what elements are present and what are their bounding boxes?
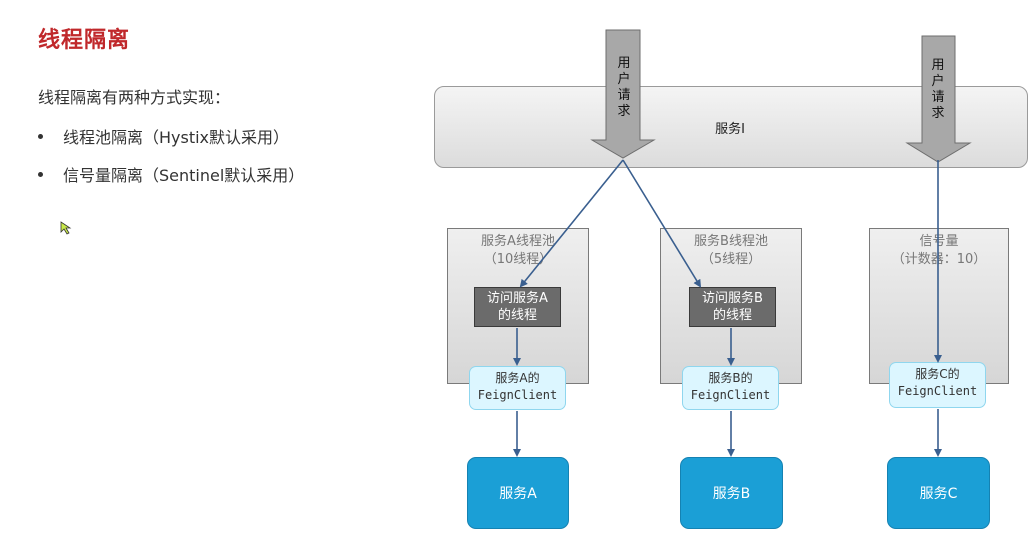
service-c-label: 服务C	[919, 486, 958, 502]
feign-b-line2: FeignClient	[690, 388, 771, 402]
bullet-item: 信号量隔离（Sentinel默认采用）	[38, 162, 304, 186]
semaphore-title-line2: （计数器：10）	[891, 252, 987, 267]
feign-a-line2: FeignClient	[477, 388, 558, 402]
service-b-box: 服务B	[680, 457, 783, 529]
user-request-arrow-1	[590, 29, 656, 159]
semaphore-title-line1: 信号量	[919, 234, 959, 249]
connector-request-to-thread-a	[519, 159, 624, 288]
pool-a-title: 服务A线程池 （10线程）	[447, 233, 589, 269]
bullet-dot-icon	[38, 133, 43, 139]
bullet-text: 信号量隔离（Sentinel默认采用）	[63, 166, 305, 185]
connector-request-to-thread-b	[622, 159, 702, 288]
service-i-label: 服务I	[715, 122, 745, 137]
pool-b-title-line1: 服务B线程池	[694, 234, 768, 249]
pool-b-title-line2: （5线程）	[700, 252, 762, 267]
user-request-label-2: 用户请求	[931, 58, 945, 121]
semaphore-title: 信号量 （计数器：10）	[869, 233, 1009, 269]
slide-title: 线程隔离	[38, 28, 131, 53]
pool-b-title: 服务B线程池 （5线程）	[660, 233, 802, 269]
feign-client-b: 服务B的 FeignClient	[682, 366, 779, 410]
thread-a-line2: 的线程	[497, 308, 537, 323]
thread-b-line2: 的线程	[712, 308, 752, 323]
feign-b-line1: 服务B的	[708, 371, 753, 385]
mouse-cursor-icon	[60, 221, 72, 235]
feign-a-line1: 服务A的	[495, 371, 540, 385]
service-b-label: 服务B	[712, 486, 751, 502]
service-a-box: 服务A	[467, 457, 569, 529]
feign-c-line1: 服务C的	[915, 367, 960, 381]
feign-client-c: 服务C的 FeignClient	[889, 362, 986, 408]
pool-a-title-line2: （10线程）	[483, 252, 553, 267]
bullet-dot-icon	[38, 171, 43, 177]
thread-b-box: 访问服务B 的线程	[689, 287, 776, 327]
thread-a-line1: 访问服务A	[487, 291, 548, 306]
user-request-label-1: 用户请求	[617, 56, 631, 119]
thread-a-box: 访问服务A 的线程	[474, 287, 561, 327]
service-c-box: 服务C	[887, 457, 990, 529]
pool-a-title-line1: 服务A线程池	[481, 234, 555, 249]
bullet-text: 线程池隔离（Hystix默认采用）	[63, 128, 290, 147]
feign-c-line2: FeignClient	[897, 384, 978, 398]
thread-b-line1: 访问服务B	[702, 291, 763, 306]
user-request-arrow-2	[905, 35, 972, 163]
bullet-item: 线程池隔离（Hystix默认采用）	[38, 124, 289, 148]
intro-text: 线程隔离有两种方式实现：	[38, 88, 231, 107]
service-a-label: 服务A	[499, 486, 537, 502]
feign-client-a: 服务A的 FeignClient	[469, 366, 566, 410]
